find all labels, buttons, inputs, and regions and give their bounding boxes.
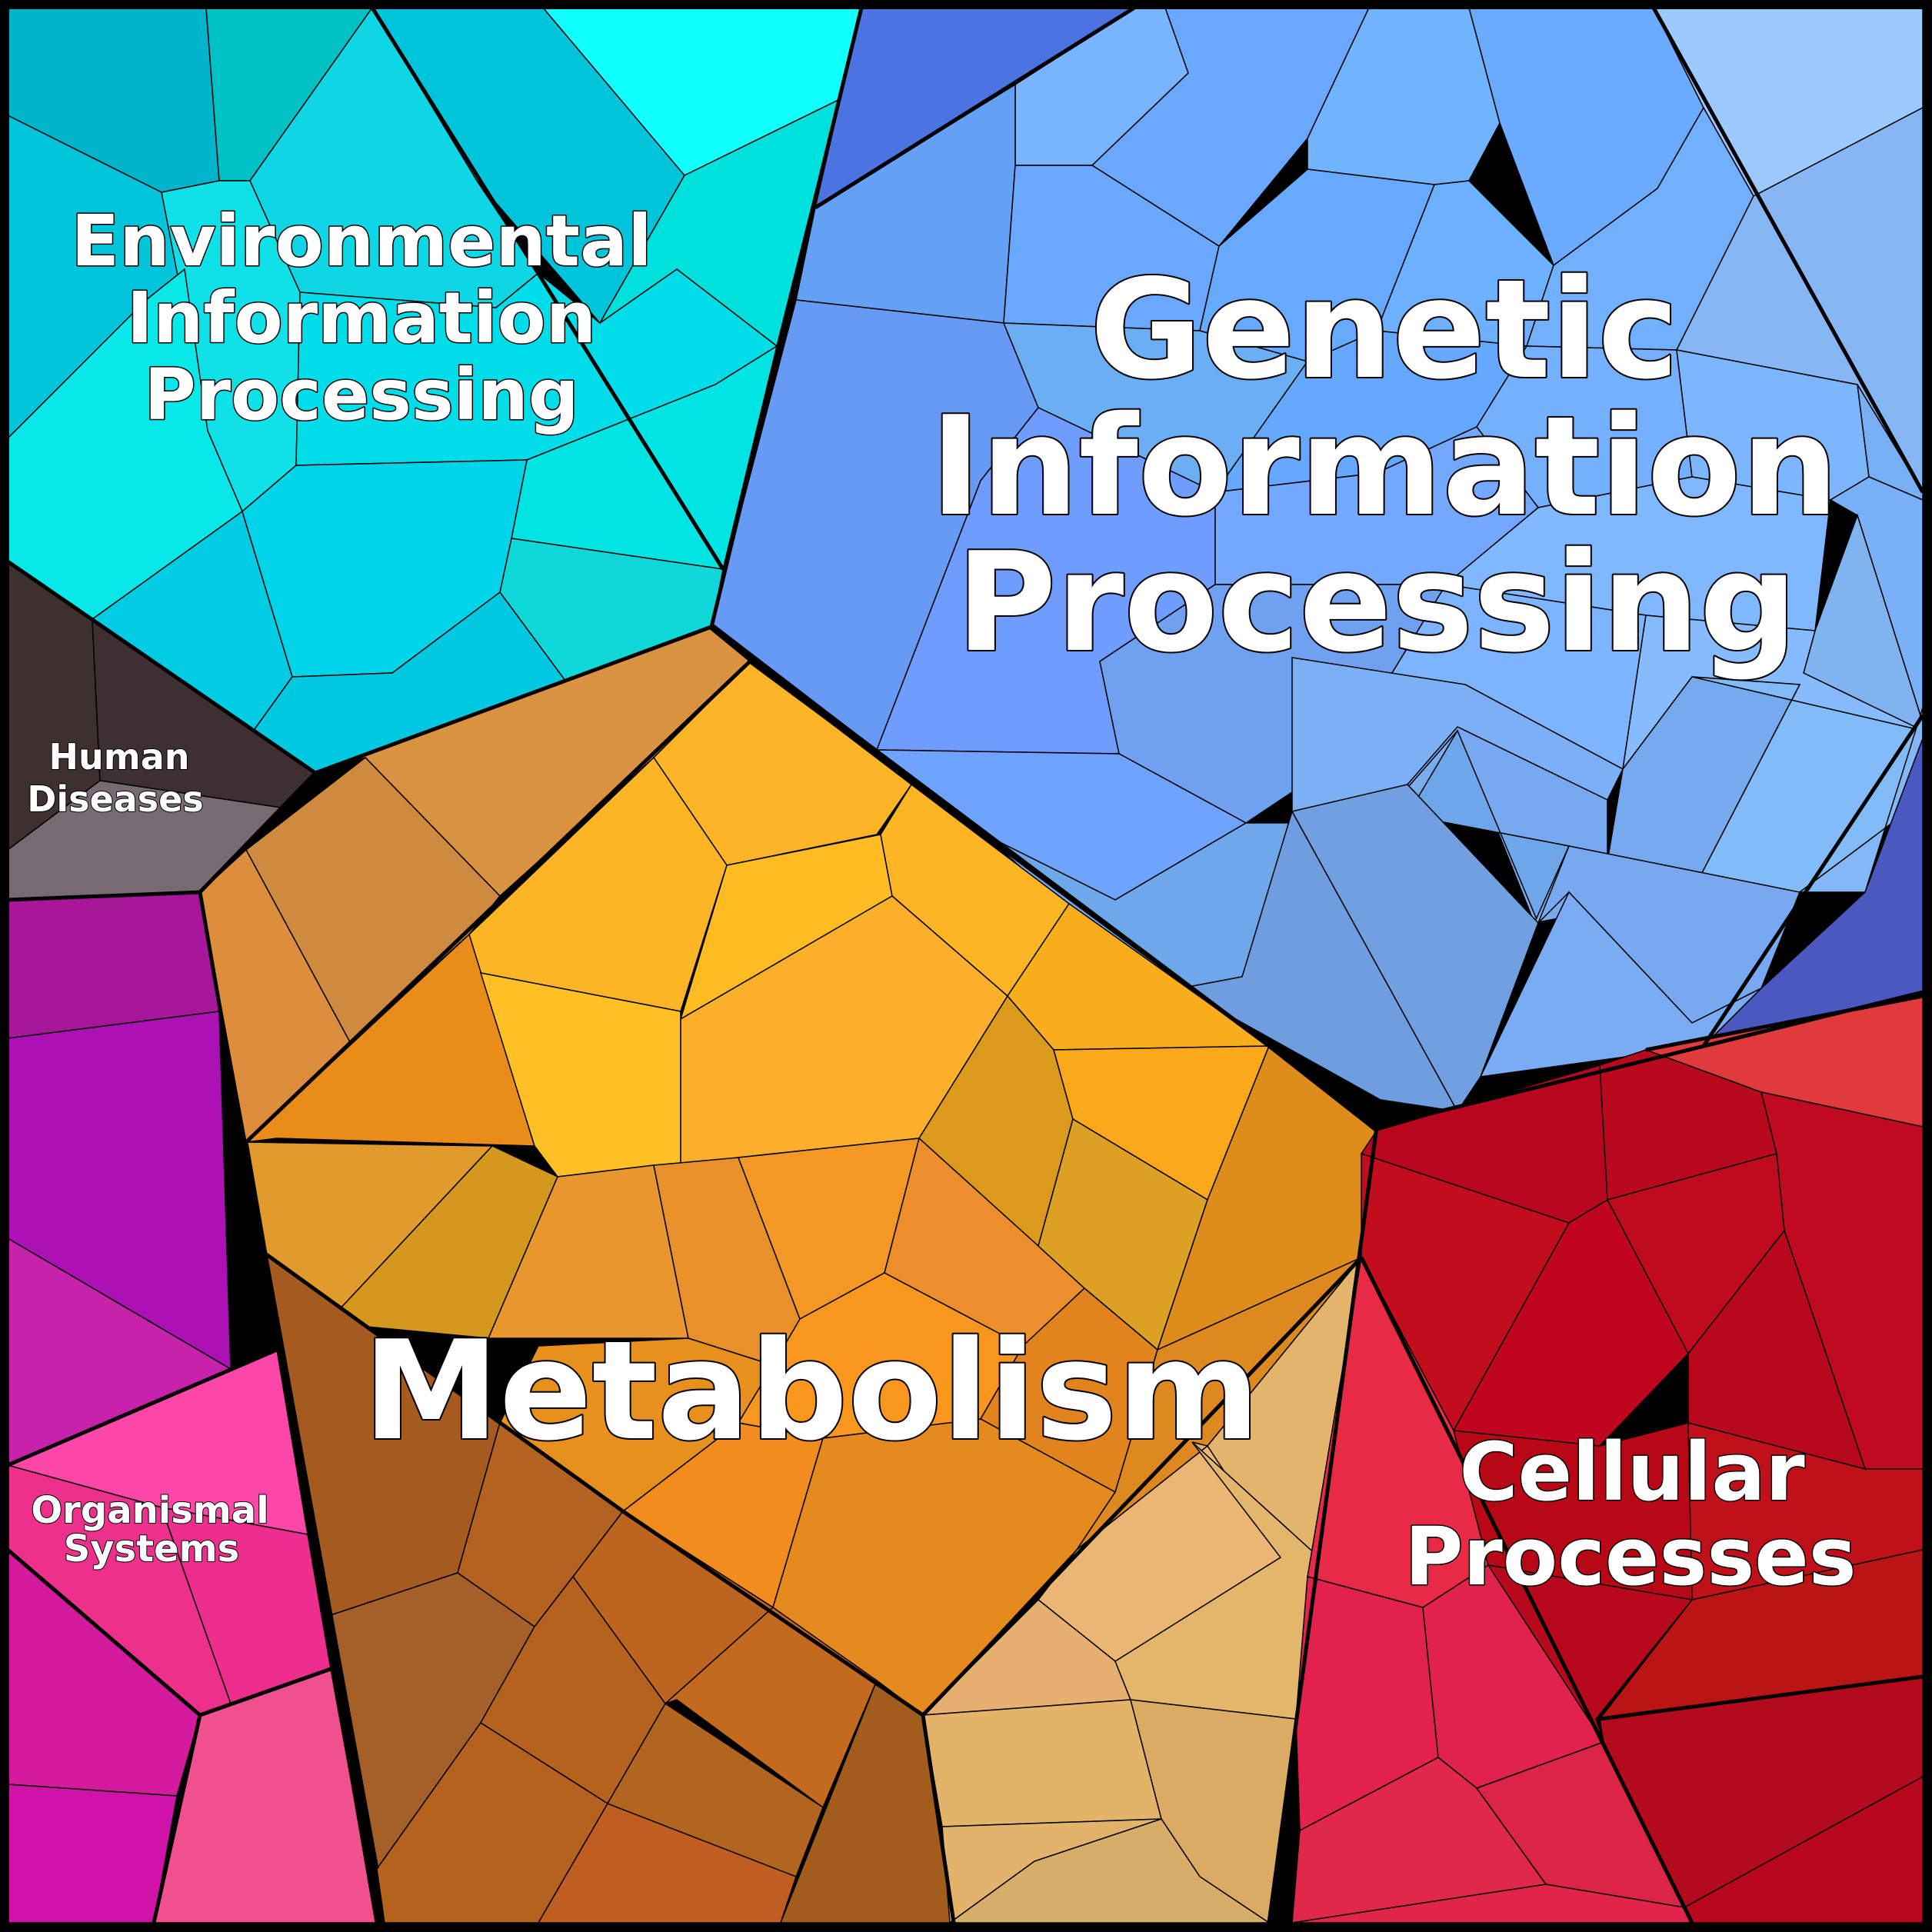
border-inner-metabolism-3 <box>264 1251 956 1924</box>
region-cellular-processes <box>1291 995 1924 1924</box>
cell <box>1452 1198 1689 1447</box>
cell <box>665 1607 878 1809</box>
label-line: Processing <box>144 354 578 436</box>
label-line: Information <box>930 387 1838 546</box>
border-organismal-metabolism <box>198 891 379 1924</box>
border-inner-metabolism-4 <box>921 1256 1363 1717</box>
cell <box>1291 784 1539 1113</box>
region-environmental-information-processing <box>7 6 862 774</box>
label-line: Processes <box>1404 1510 1856 1604</box>
border-inner-genetic-2 <box>814 5 1136 210</box>
label-human-diseases: Human Diseases <box>26 735 205 821</box>
border-inner-cellular-2 <box>1599 1674 1924 1721</box>
label-line: Information <box>127 277 597 359</box>
label-line: Processing <box>956 523 1797 682</box>
label-line: Genetic <box>1090 250 1679 409</box>
label-line: Cellular <box>1459 1425 1804 1519</box>
label-line: Human <box>49 736 190 778</box>
label-line: Systems <box>64 1527 240 1571</box>
border-inner-genetic-3 <box>1701 714 1925 1048</box>
label-cellular-processes: Cellular Processes <box>1404 1424 1857 1605</box>
cell <box>1487 1564 1694 1743</box>
border-inner-env <box>370 6 725 571</box>
label-metabolism: Metabolism <box>361 1310 1261 1472</box>
label-line: Diseases <box>27 778 204 820</box>
label-environmental-information-processing: Environmental Information Processing <box>70 199 653 438</box>
region-human-diseases <box>7 560 317 901</box>
border-inner-cellular <box>1645 994 1924 1052</box>
region-organismal-systems <box>5 891 378 1924</box>
label-genetic-information-processing: Genetic Information Processing <box>928 248 1840 684</box>
border-inner-organismal-3 <box>199 1667 331 1717</box>
border-env-genetic <box>709 7 864 628</box>
region-metabolism <box>199 626 1377 1924</box>
label-line: Organismal <box>31 1489 268 1532</box>
label-organismal-systems: Organismal Systems <box>30 1488 269 1571</box>
border-inner-metabolism-2 <box>748 659 1378 1132</box>
cell <box>922 1699 1162 1827</box>
border-inner-cellular-3 <box>1359 1256 1694 1924</box>
region-genetic-information-processing <box>711 7 1924 1113</box>
label-line: Metabolism <box>363 1311 1260 1471</box>
border-inner-organismal <box>7 1347 278 1467</box>
cell <box>7 1784 178 1924</box>
label-line: Environmental <box>71 200 651 282</box>
border-inner-genetic <box>1651 6 1925 494</box>
